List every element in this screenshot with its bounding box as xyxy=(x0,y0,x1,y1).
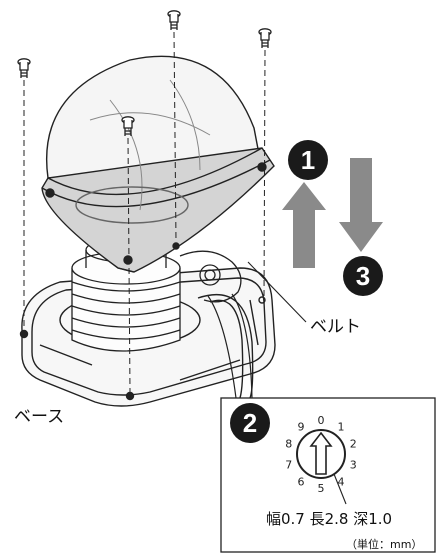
dial-mark-2: 2 xyxy=(350,438,357,451)
dial-mark-4: 4 xyxy=(338,476,345,489)
dial-mark-7: 7 xyxy=(285,459,292,472)
step-1-number: 1 xyxy=(301,145,315,175)
dial-mark-6: 6 xyxy=(298,476,305,489)
guide-lines xyxy=(23,31,266,393)
base-label: ベース xyxy=(14,407,65,427)
dial-pointer-icon xyxy=(309,431,333,475)
slot-dimensions-label: 幅0.7 長2.8 深1.0 xyxy=(266,510,393,528)
screw-icon xyxy=(17,58,31,78)
dial-mark-3: 3 xyxy=(350,459,357,472)
dial-mark-1: 1 xyxy=(338,421,345,434)
belt-label: ベルト xyxy=(310,317,361,337)
screw-icon xyxy=(121,116,135,136)
step-2-number: 2 xyxy=(243,408,257,438)
step-2-badge: 2 xyxy=(230,403,270,443)
detail-callout-line xyxy=(231,293,253,399)
camera-body xyxy=(71,237,242,352)
unit-label: （単位：mm） xyxy=(346,538,423,551)
dome-cover xyxy=(41,55,275,273)
dial-leader-line xyxy=(333,473,347,505)
dial-mark-5: 5 xyxy=(318,482,325,495)
step-1-badge: 1 xyxy=(288,140,328,180)
down-arrow-icon xyxy=(339,158,383,252)
step-3-number: 3 xyxy=(356,261,370,291)
screw-icon xyxy=(167,10,181,30)
up-arrow-icon xyxy=(282,182,326,268)
dial-mark-0: 0 xyxy=(318,414,325,427)
screw-icon xyxy=(258,28,272,48)
step-3-badge: 3 xyxy=(343,256,383,296)
belt-leader-line xyxy=(247,261,307,323)
detail-callout-line xyxy=(207,295,237,399)
dial-mark-8: 8 xyxy=(285,438,292,451)
dial-mark-9: 9 xyxy=(298,421,305,434)
